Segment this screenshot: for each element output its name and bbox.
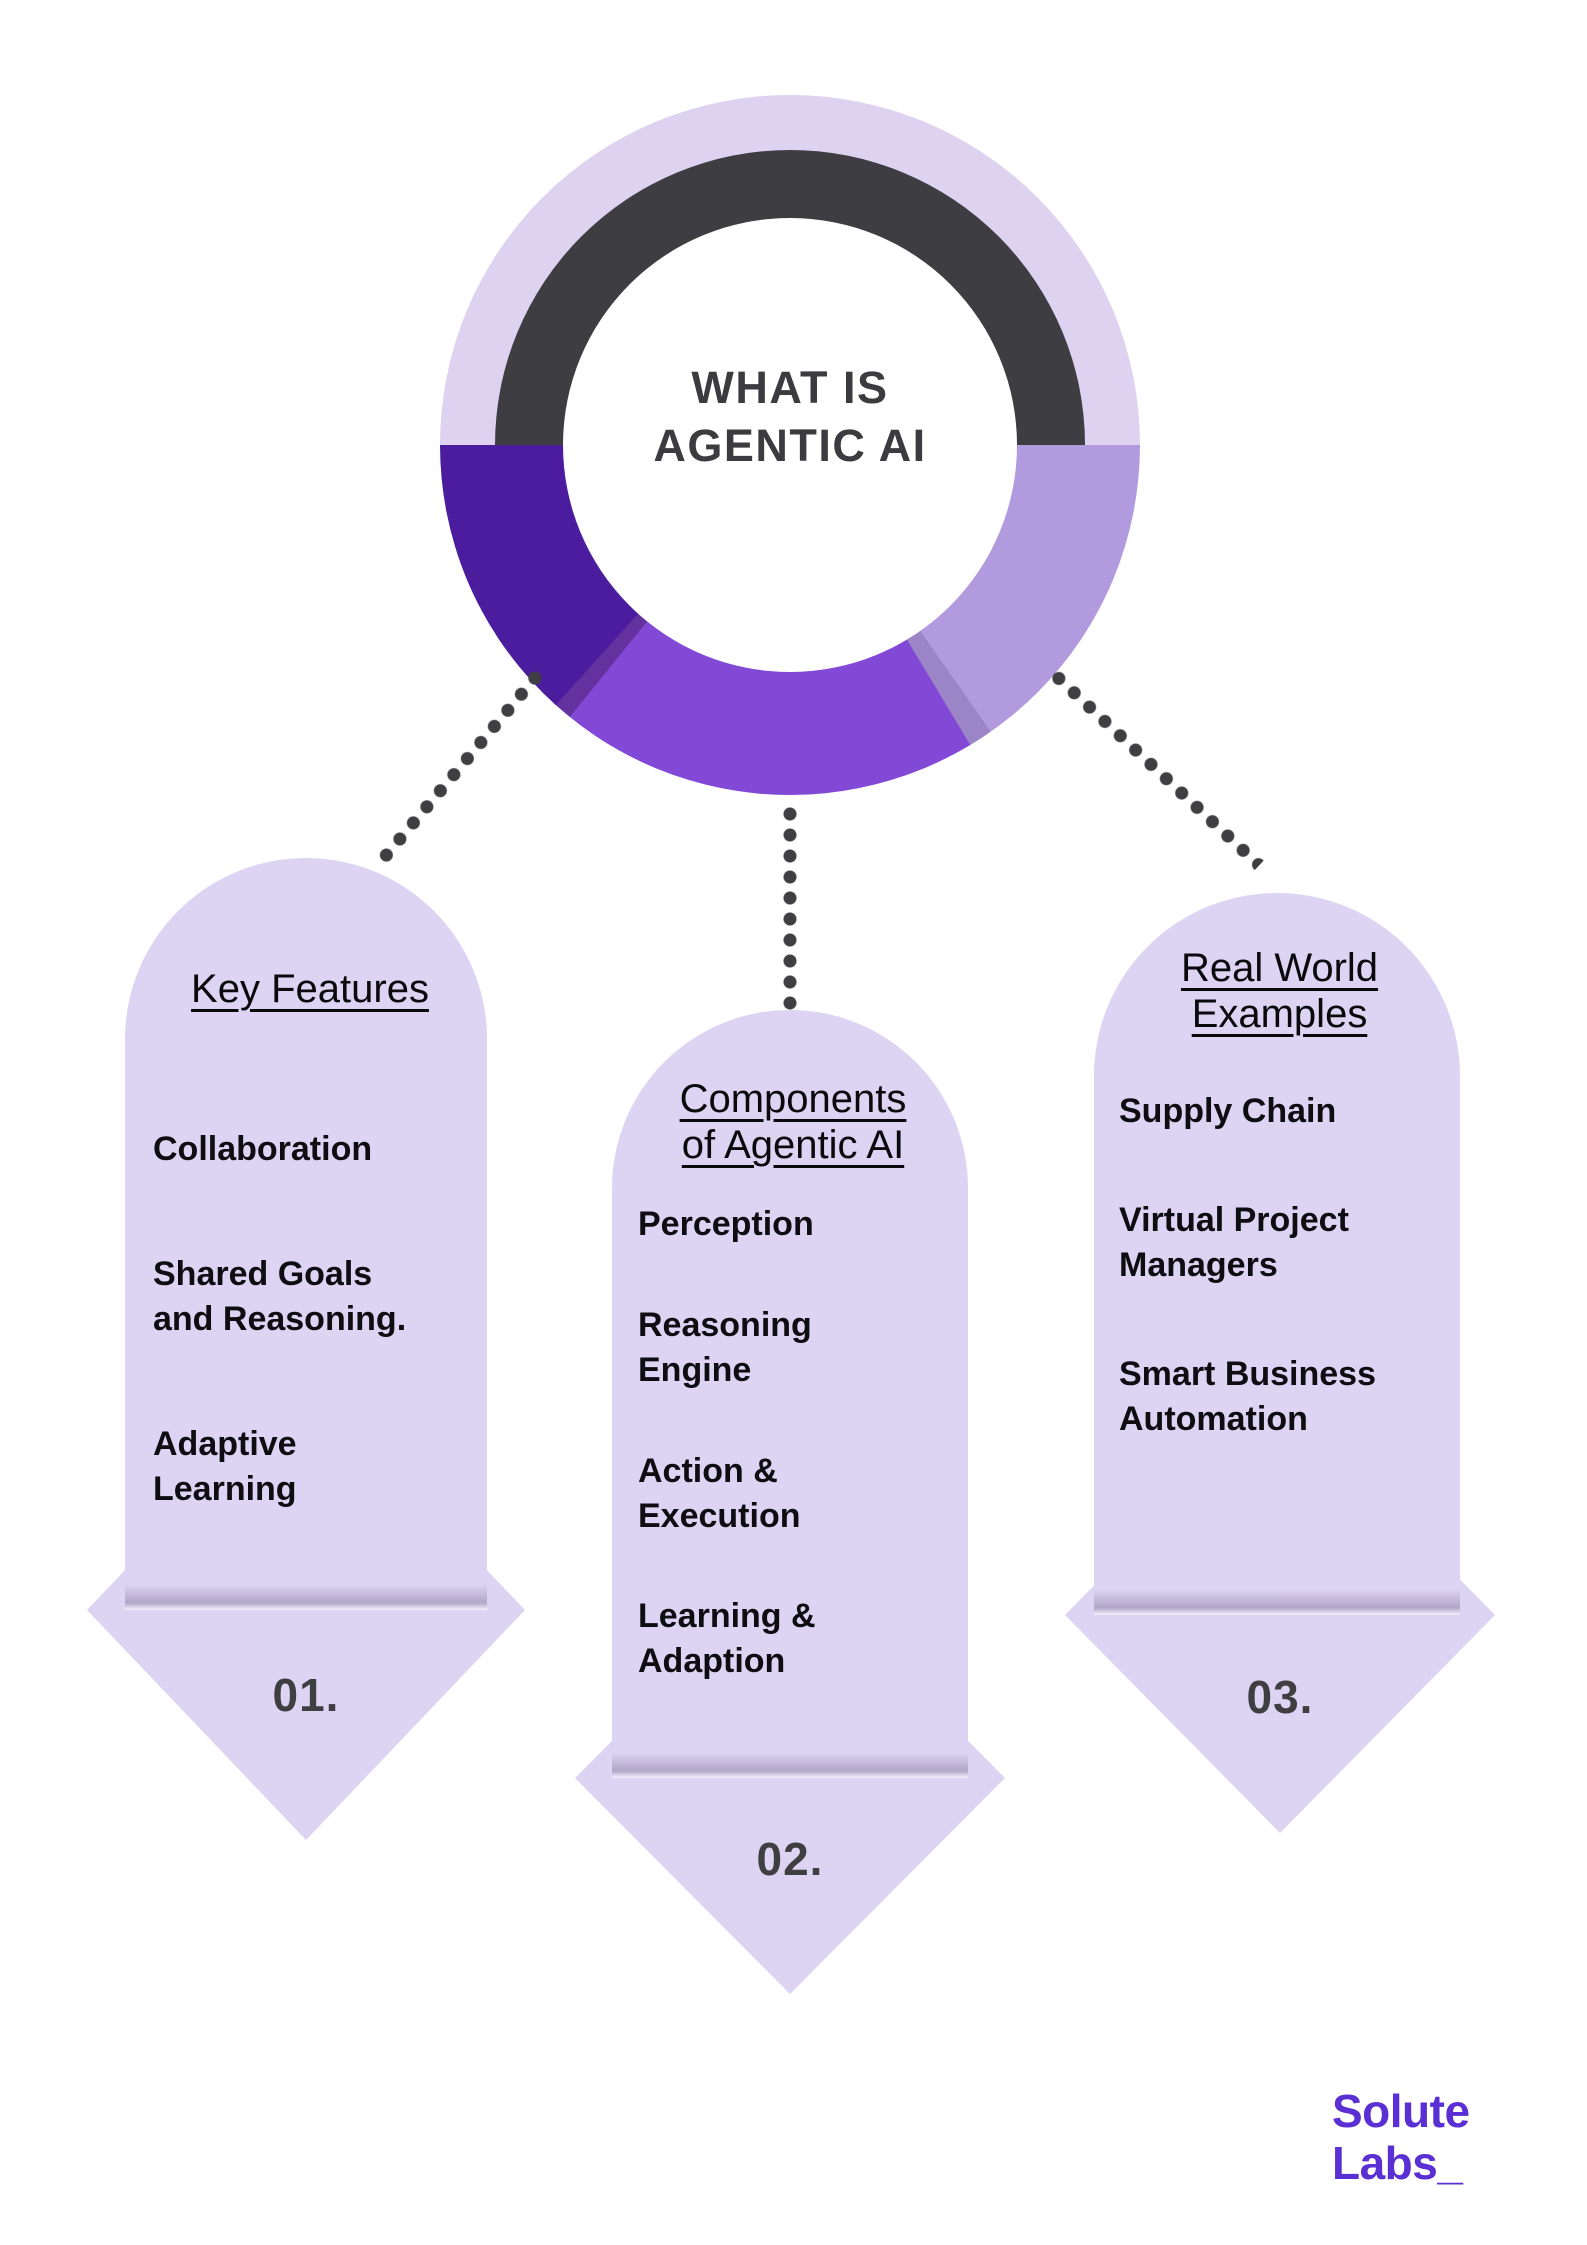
dotted-connector-center	[782, 806, 798, 1014]
list-item: Collaboration	[153, 1130, 373, 1168]
column-shadow	[1094, 1589, 1460, 1615]
column-heading: Components of Agentic AI	[679, 1077, 907, 1167]
column-heading: Real World Examples	[1180, 946, 1379, 1036]
dotted-connector-right	[1047, 667, 1265, 872]
donut-ring: WHAT IS AGENTIC AI	[440, 95, 1140, 795]
list-item: Adaptive Learning	[153, 1424, 297, 1508]
column-shadow	[125, 1584, 487, 1610]
list-item: Learning & Adaption	[638, 1597, 816, 1681]
list-item: Action & Execution	[638, 1451, 801, 1535]
column-shadow	[612, 1752, 968, 1778]
list-item: Shared Goals and Reasoning.	[153, 1254, 407, 1338]
step-number-1: 01.	[272, 1669, 340, 1721]
list-item: Reasoning Engine	[638, 1305, 812, 1389]
list-item: Smart Business Automation	[1119, 1354, 1376, 1438]
column-components: Components of Agentic AI Perception Reas…	[612, 1010, 968, 1778]
column-real-world-examples: Real World Examples Supply Chain Virtual…	[1094, 893, 1460, 1615]
donut-center-circle: WHAT IS AGENTIC AI	[563, 218, 1017, 672]
list-item: Supply Chain	[1119, 1092, 1337, 1130]
solutelabs-logo: Solute Labs_	[1332, 2085, 1470, 2189]
column-key-features: Key Features Collaboration Shared Goals …	[125, 858, 487, 1610]
list-item: Virtual Project Managers	[1119, 1200, 1349, 1284]
list-item: Perception	[638, 1205, 814, 1243]
step-number-2: 02.	[756, 1833, 824, 1885]
step-number-3: 03.	[1246, 1671, 1314, 1723]
column-heading: Key Features	[191, 967, 429, 1011]
dotted-connector-left	[371, 666, 547, 871]
page-title: WHAT IS AGENTIC AI	[653, 362, 927, 471]
